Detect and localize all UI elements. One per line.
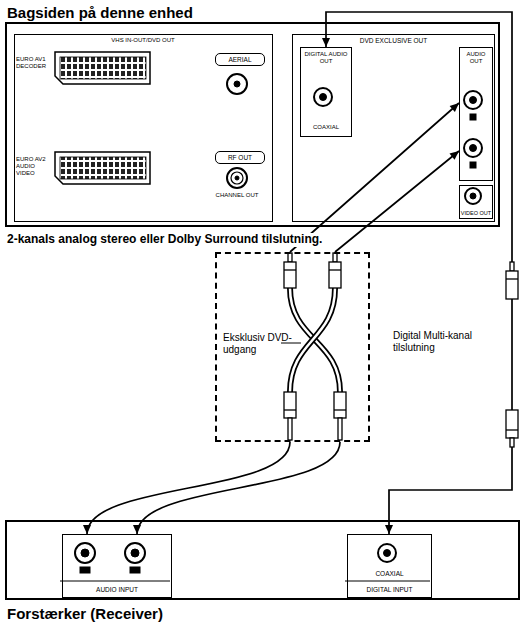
rca-plug xyxy=(284,392,296,418)
connection-caption: 2-kanals analog stereo eller Dolby Surro… xyxy=(5,233,324,247)
rca-jack xyxy=(320,94,327,101)
scart-connector xyxy=(55,152,150,184)
video-output-box: VIDEO OUT xyxy=(459,185,493,219)
digital-input-box: COAXIAL DIGITAL INPUT xyxy=(347,534,432,598)
rca-plug xyxy=(506,429,518,430)
rca-jack xyxy=(130,567,140,573)
antenna-jack xyxy=(235,176,239,180)
rca-plug xyxy=(284,409,296,410)
node-text: Bagsiden på denne enhed xyxy=(7,4,193,21)
rca-jack xyxy=(384,550,391,557)
node-text: AERIAL xyxy=(216,56,264,63)
rca-plug xyxy=(506,271,518,299)
rca-jack xyxy=(60,581,170,582)
rca-jack xyxy=(470,97,477,104)
rca-jack xyxy=(345,581,430,582)
rca-jack xyxy=(470,114,476,120)
antenna-jack xyxy=(227,74,247,188)
arrow-head xyxy=(133,525,141,534)
crossed-cable xyxy=(290,288,340,392)
node-text: VIDEO OUT xyxy=(460,210,492,216)
rca-plug xyxy=(288,418,292,440)
node-text: AUDIO INPUT xyxy=(63,586,171,593)
jack-label-box: RF OUT xyxy=(215,151,265,164)
rca-plug xyxy=(506,278,518,279)
cable-line xyxy=(290,103,459,252)
rca-plug xyxy=(338,418,342,440)
edge-label: Digital Multi-kanal tilslutning xyxy=(393,330,493,353)
antenna-jack xyxy=(227,168,247,188)
node-text: AUDIO OUT xyxy=(460,51,492,65)
audio-output-box: AUDIO OUT xyxy=(459,47,493,181)
rca-jack xyxy=(470,193,476,199)
cable-group-box: Eksklusiv DVD-udgang xyxy=(215,252,370,442)
arrow-head xyxy=(385,525,393,534)
scart-connector xyxy=(60,57,146,79)
rca-jack xyxy=(378,544,396,562)
rca-jack xyxy=(125,543,145,563)
node-text: Forstærker (Receiver) xyxy=(7,605,163,622)
rca-plug xyxy=(333,253,337,262)
antenna-jack xyxy=(234,81,240,87)
arrow-head xyxy=(449,151,459,160)
audio-input-box: AUDIO INPUT xyxy=(62,534,172,598)
rca-plug xyxy=(284,253,346,440)
rca-jack xyxy=(80,567,90,573)
crossed-cable xyxy=(290,288,335,392)
node-text: Eksklusiv DVD-udgang xyxy=(223,332,293,355)
cable-connector xyxy=(322,12,512,534)
rca-plug xyxy=(510,262,514,271)
rca-jack xyxy=(465,188,481,204)
dvd-output-panel: DVD EXCLUSIVE OUT DIGITAL AUDIO OUT COAXIA… xyxy=(292,34,495,222)
rca-jack xyxy=(131,549,139,557)
rca-plug xyxy=(334,392,346,418)
digital-output-box: DIGITAL AUDIO OUT COAXIAL xyxy=(300,47,352,137)
jack-label: CHANNEL OUT xyxy=(212,192,262,199)
arrow-head xyxy=(450,103,459,112)
node-text: COAXIAL xyxy=(348,570,431,577)
scart-connector xyxy=(60,157,146,179)
node-text: VHS IN-OUT/DVD OUT xyxy=(15,37,271,44)
cable-connector xyxy=(290,103,459,252)
scart-connector xyxy=(55,52,150,184)
rca-plug xyxy=(506,410,518,438)
rca-plug xyxy=(506,262,518,447)
arrow-head xyxy=(322,38,330,47)
node-text: DIGITAL AUDIO OUT xyxy=(302,51,350,65)
rca-plug xyxy=(334,409,346,410)
crossed-cable xyxy=(290,288,335,392)
cable-line xyxy=(326,12,512,534)
node-text: COAXIAL xyxy=(302,124,350,131)
rca-jack xyxy=(470,162,476,168)
receiver-panel: Forstærker (Receiver)AUDIO INPUTCOAXIALD… xyxy=(5,520,520,600)
rca-jack xyxy=(470,145,477,152)
rca-plug xyxy=(510,438,514,447)
jack-label: EURO AV2 AUDIO VIDEO xyxy=(16,156,54,177)
arrow-head xyxy=(83,525,91,534)
scart-connector xyxy=(55,52,150,84)
node-text: RF OUT xyxy=(216,154,264,161)
rca-jack xyxy=(464,91,482,109)
rca-plug xyxy=(284,269,296,270)
jack-label-box: AERIAL xyxy=(215,53,265,66)
node-text: DIGITAL INPUT xyxy=(348,586,431,593)
rca-jack xyxy=(81,549,89,557)
rca-jack xyxy=(314,88,332,106)
rca-plug xyxy=(288,253,292,262)
antenna-jack xyxy=(227,74,247,94)
rca-jack xyxy=(75,543,95,563)
rca-plug xyxy=(284,262,296,288)
antenna-jack xyxy=(231,172,243,184)
rca-jack xyxy=(464,139,482,157)
jack-label: EURO AV1 DECODER xyxy=(16,56,54,70)
rca-plug xyxy=(329,269,341,270)
node-text: DVD EXCLUSIVE OUT xyxy=(293,37,494,44)
crossed-cable xyxy=(290,288,340,392)
rca-plug xyxy=(329,262,341,288)
